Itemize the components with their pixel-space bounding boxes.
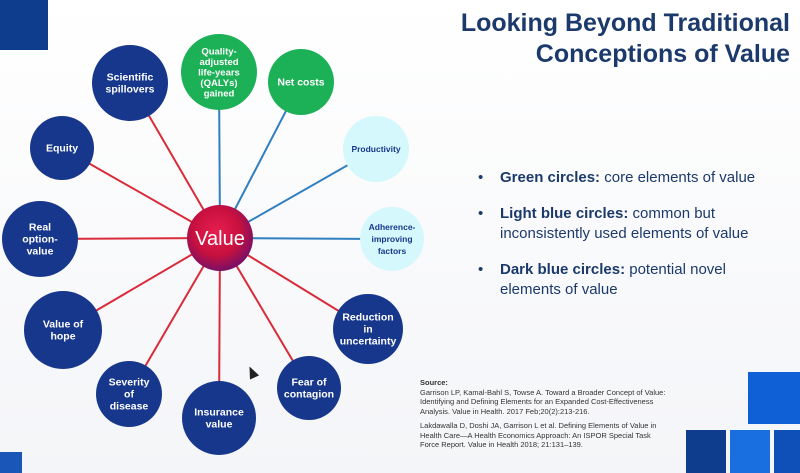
nodes: Quality-adjustedlife-years(QALYs)gainedN… bbox=[2, 34, 424, 455]
node-equity: Equity bbox=[30, 116, 94, 180]
node-circle bbox=[182, 381, 256, 455]
legend-item-light-blue: • Light blue circles: common but inconsi… bbox=[478, 204, 778, 244]
node-circle bbox=[333, 294, 403, 364]
legend-item-text: potential novel elements of value bbox=[500, 261, 726, 298]
node-circle bbox=[30, 116, 94, 180]
source-citations: Source: Garrison LP, Kamal-Bahl S, Towse… bbox=[420, 378, 670, 455]
legend-item-label: Light blue circles: bbox=[500, 205, 629, 222]
node-label-line: Fear of bbox=[291, 377, 327, 389]
bullet-dot: • bbox=[478, 169, 484, 186]
legend-item-label: Dark blue circles: bbox=[500, 261, 626, 278]
center-label: Value bbox=[195, 228, 245, 250]
node-circle bbox=[96, 361, 162, 427]
source-ref-1: Garrison LP, Kamal-Bahl S, Towse A. Towa… bbox=[420, 387, 666, 416]
decor-square bbox=[748, 372, 800, 424]
corner-square-bottom-left bbox=[0, 452, 22, 473]
center-circle bbox=[187, 205, 253, 271]
slide-title: Looking Beyond Traditional Conceptions o… bbox=[370, 8, 790, 70]
legend-item-green: • Green circles: core elements of value bbox=[478, 168, 778, 188]
legend-item-text: core elements of value bbox=[600, 169, 756, 186]
node-label-line: value bbox=[206, 419, 233, 431]
legend-item-label: Green circles: bbox=[500, 169, 601, 186]
node-productivity: Productivity bbox=[343, 116, 409, 182]
node-label-line: Reduction bbox=[342, 312, 393, 324]
node-adherence: Adherence-improving factors bbox=[360, 207, 424, 271]
node-label-line: Productivity bbox=[351, 144, 400, 154]
legend-list: • Green circles: core elements of value … bbox=[478, 168, 778, 316]
source-ref-2: Lakdawalla D, Doshi JA, Garrison L et al… bbox=[420, 421, 657, 449]
node-label-line: uncertainty bbox=[340, 336, 397, 348]
node-label-line: factors bbox=[378, 246, 407, 256]
node-circle bbox=[2, 201, 78, 277]
node-label-line: Equity bbox=[46, 143, 78, 155]
node-label-line: improving bbox=[371, 234, 412, 244]
node-circle bbox=[268, 49, 334, 115]
node-label-line: value bbox=[27, 246, 54, 258]
bullet-dot: • bbox=[478, 205, 484, 222]
node-label-line: (QALYs) bbox=[200, 78, 237, 89]
node-circle bbox=[360, 207, 424, 271]
node-label-line: hope bbox=[50, 331, 75, 343]
node-circle bbox=[24, 291, 102, 369]
node-label-line: in bbox=[363, 324, 372, 336]
decor-square bbox=[686, 430, 726, 473]
corner-square-top-left bbox=[0, 0, 48, 50]
decor-square bbox=[730, 430, 770, 473]
legend-item-text: common but inconsistently used elements … bbox=[500, 205, 749, 242]
center-node: Value bbox=[187, 205, 253, 271]
node-label-line: Quality- bbox=[201, 46, 236, 57]
value-diagram: Quality-adjustedlife-years(QALYs)gainedN… bbox=[2, 34, 424, 455]
node-label-line: Real bbox=[29, 222, 51, 234]
node-circle bbox=[181, 34, 257, 110]
decor-square bbox=[774, 430, 800, 473]
node-circle bbox=[277, 356, 341, 420]
node-label-line: Severity bbox=[109, 377, 150, 389]
node-label-line: gained bbox=[204, 88, 235, 99]
node-circle bbox=[343, 116, 409, 182]
node-label-line: disease bbox=[110, 401, 149, 413]
node-label-line: Insurance bbox=[194, 407, 244, 419]
node-label-line: contagion bbox=[284, 389, 334, 401]
source-heading: Source: bbox=[420, 378, 448, 387]
node-label-line: spillovers bbox=[105, 84, 154, 96]
node-label-line: Value of bbox=[43, 319, 84, 331]
node-label-line: of bbox=[124, 389, 134, 401]
node-label-line: life-years bbox=[198, 67, 240, 78]
node-label-line: Scientific bbox=[107, 72, 154, 84]
title-line-2: Conceptions of Value bbox=[535, 40, 790, 68]
node-label-line: Net costs bbox=[277, 77, 324, 89]
node-circle bbox=[92, 45, 168, 121]
bullet-dot: • bbox=[478, 261, 484, 278]
node-net-costs: Net costs bbox=[268, 49, 334, 115]
node-label-line: adjusted bbox=[199, 57, 238, 68]
node-label-line: option- bbox=[22, 234, 58, 246]
title-line-1: Looking Beyond Traditional bbox=[460, 9, 790, 37]
node-label-line: Adherence- bbox=[369, 222, 416, 232]
legend-item-dark-blue: • Dark blue circles: potential novel ele… bbox=[478, 260, 778, 300]
